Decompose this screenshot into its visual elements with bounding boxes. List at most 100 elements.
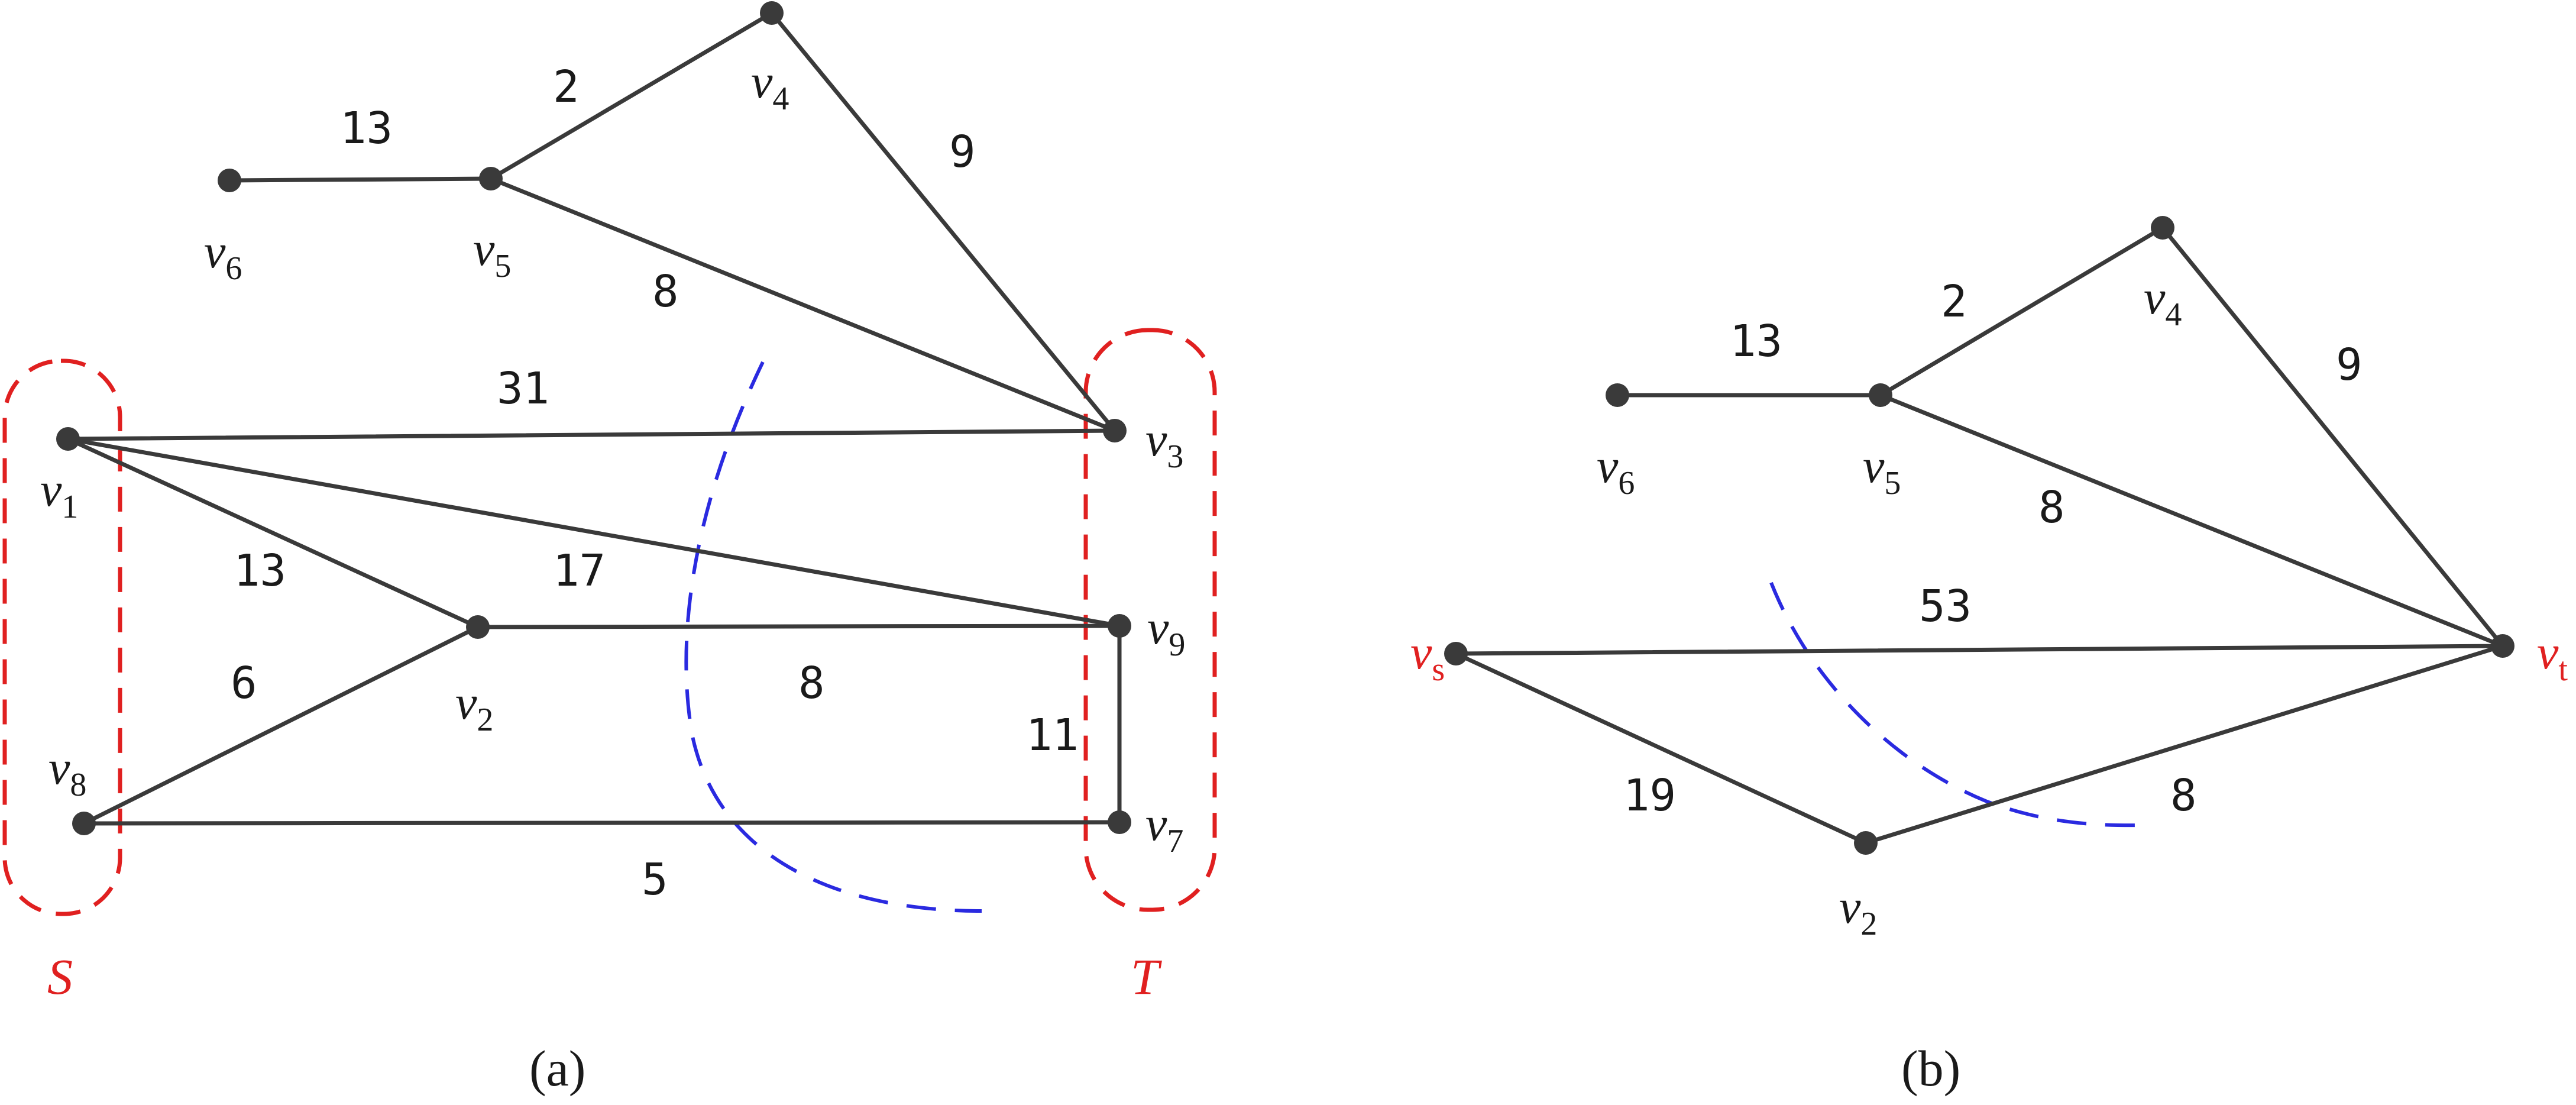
b-node-v4 — [2151, 216, 2174, 240]
a-node-label-sub-v7: 7 — [1167, 823, 1183, 860]
a-node-v8 — [72, 812, 96, 835]
a-weight-v2-v9: 8 — [798, 658, 825, 709]
b-node-label-sub-vt: t — [2558, 651, 2568, 688]
a-node-label-sub-v6: 6 — [225, 250, 242, 287]
a-edge-v8-v7 — [82, 820, 1122, 826]
a-node-label-v7: v7 — [1145, 797, 1183, 860]
b-node-v6 — [1606, 383, 1629, 407]
b-node-v5 — [1869, 383, 1892, 407]
a-weight-v5-v4: 2 — [553, 62, 580, 112]
cut-curve-a — [684, 361, 982, 913]
a-edge-v6-v5 — [227, 176, 493, 183]
b-node-vt — [2491, 634, 2514, 658]
b-edge-v5-v4 — [1878, 225, 2165, 398]
a-weight-v4-v3: 9 — [949, 127, 976, 177]
b-edge-v5-vt — [1878, 393, 2505, 648]
a-node-label-v5: v5 — [473, 222, 511, 285]
b-edge-vs-vt — [1454, 644, 2505, 656]
a-node-label-v4: v4 — [751, 54, 789, 117]
b-node-label-base-v6: v — [1597, 439, 1619, 493]
a-edge-v1-v3 — [66, 428, 1117, 441]
set-s-label: S — [47, 948, 73, 1005]
a-weight-v8-v2: 6 — [231, 658, 257, 709]
a-node-label-sub-v4: 4 — [772, 80, 789, 117]
a-node-label-sub-v8: 8 — [70, 767, 86, 803]
a-node-v5 — [479, 167, 503, 190]
b-weight-v5-v4: 2 — [1941, 276, 1967, 327]
a-node-v4 — [760, 1, 784, 25]
b-edge-v4-vt — [2160, 225, 2505, 648]
b-node-label-base-vt: v — [2537, 625, 2559, 679]
a-edge-v4-v3 — [769, 11, 1117, 433]
a-node-label-base-v4: v — [751, 54, 773, 108]
a-node-label-base-v6: v — [204, 224, 226, 278]
a-weight-v5-v3: 8 — [652, 266, 679, 317]
caption-b: (b) — [1901, 1040, 1960, 1097]
a-node-label-sub-v3: 3 — [1167, 438, 1183, 475]
a-node-label-base-v9: v — [1147, 600, 1169, 654]
b-node-label-v6: v6 — [1597, 439, 1635, 502]
a-node-label-v9: v9 — [1147, 600, 1185, 663]
b-node-label-base-v4: v — [2144, 270, 2166, 324]
b-weight-v2-vt: 8 — [2170, 770, 2197, 821]
caption-a: (a) — [529, 1040, 585, 1097]
b-node-label-v2: v2 — [1839, 880, 1877, 942]
a-edge-v5-v4 — [488, 11, 774, 181]
b-node-label-sub-v6: 6 — [1618, 465, 1635, 502]
b-node-label-base-v2: v — [1839, 880, 1861, 933]
a-node-label-v3: v3 — [1145, 412, 1183, 475]
b-node-label-sub-v4: 4 — [2165, 296, 2182, 333]
a-edge-v8-v2 — [82, 625, 480, 826]
a-node-label-base-v7: v — [1145, 797, 1167, 851]
a-node-v2 — [466, 615, 490, 639]
a-node-v6 — [218, 169, 241, 192]
a-node-label-sub-v1: 1 — [62, 489, 78, 525]
a-edge-v1-v2 — [66, 437, 480, 629]
b-node-label-sub-vs: s — [1432, 651, 1445, 688]
a-node-v3 — [1103, 419, 1127, 442]
a-node-label-base-v2: v — [455, 676, 477, 729]
a-weight-v1-v2: 13 — [234, 545, 286, 596]
a-node-v1 — [56, 427, 80, 451]
b-node-vs — [1444, 642, 1468, 665]
b-node-label-sub-v2: 2 — [1860, 906, 1877, 942]
a-node-label-sub-v5: 5 — [494, 248, 511, 285]
b-node-label-v4: v4 — [2144, 270, 2182, 333]
a-node-label-base-v8: v — [48, 741, 70, 794]
a-node-v9 — [1108, 614, 1131, 638]
a-node-label-v8: v8 — [48, 741, 86, 803]
b-node-label-base-v5: v — [1863, 439, 1885, 493]
a-edge-v5-v3 — [488, 176, 1117, 433]
b-node-label-sub-v5: 5 — [1884, 465, 1901, 502]
a-node-label-sub-v9: 9 — [1169, 626, 1185, 663]
b-node-v2 — [1854, 831, 1878, 855]
b-weight-vs-v2: 19 — [1623, 770, 1676, 821]
a-edge-v2-v9 — [475, 623, 1122, 629]
a-weight-v9-v7: 11 — [1026, 710, 1079, 761]
b-edge-v2-vt — [1863, 644, 2505, 845]
b-weight-v5-vt: 8 — [2038, 482, 2065, 533]
b-node-label-v5: v5 — [1863, 439, 1901, 502]
b-weight-v4-vt: 9 — [2336, 340, 2363, 390]
b-edge-vs-v2 — [1454, 651, 1868, 845]
b-weight-v6-v5: 13 — [1730, 316, 1782, 367]
set-t-label: T — [1131, 948, 1162, 1005]
b-node-label-base-vs: v — [1410, 625, 1432, 679]
a-node-label-v6: v6 — [204, 224, 242, 287]
a-node-label-base-v3: v — [1145, 412, 1167, 466]
a-node-label-sub-v2: 2 — [477, 702, 493, 738]
a-node-label-v2: v2 — [455, 676, 493, 738]
a-node-label-base-v5: v — [473, 222, 495, 276]
a-edge-v1-v9 — [66, 437, 1122, 628]
b-node-label-vs: vs — [1410, 625, 1445, 688]
a-node-label-v1: v1 — [40, 463, 78, 525]
a-weight-v1-v3: 31 — [497, 363, 549, 414]
a-weight-v8-v7: 5 — [642, 854, 668, 905]
a-weight-v6-v5: 13 — [340, 103, 393, 154]
